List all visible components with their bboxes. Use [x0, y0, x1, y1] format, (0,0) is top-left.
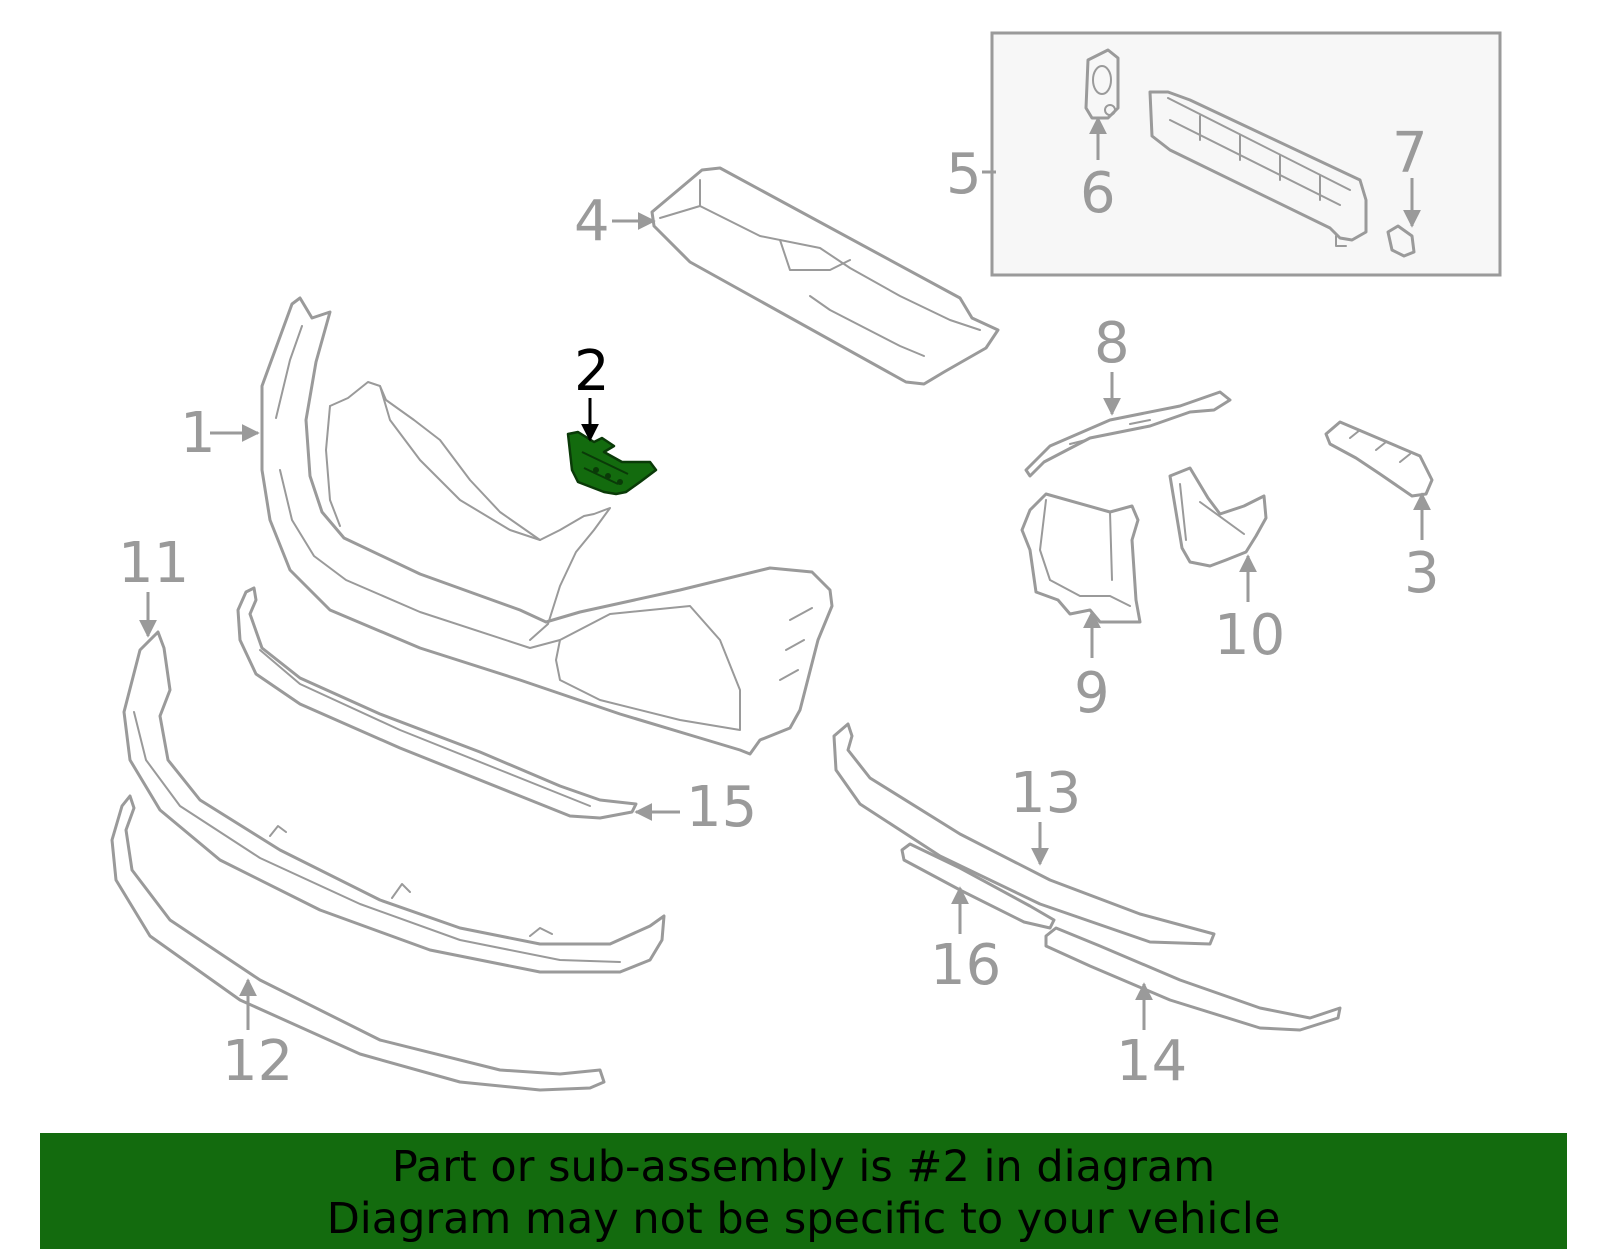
banner-line-1: Part or sub-assembly is #2 in diagram	[391, 1142, 1216, 1192]
part-3-bracket	[1324, 420, 1434, 498]
callout-10: 10	[1214, 603, 1285, 668]
part-2-bracket	[566, 430, 658, 496]
part-6-bracket	[1084, 48, 1120, 120]
callout-15: 15	[686, 775, 757, 840]
callout-7: 7	[1392, 121, 1428, 186]
callout-1: 1	[180, 401, 216, 466]
callout-3: 3	[1404, 541, 1440, 606]
callout-12: 12	[222, 1029, 293, 1094]
part-1-bumper-cover	[260, 296, 834, 756]
banner-line-2: Diagram may not be specific to your vehi…	[326, 1194, 1281, 1244]
part-13-strip	[832, 722, 1216, 946]
part-14-strip	[1044, 926, 1342, 1032]
callout-6: 6	[1080, 161, 1116, 226]
callout-4: 4	[574, 189, 610, 254]
callout-16: 16	[930, 933, 1001, 998]
part-8-bracket	[1024, 390, 1232, 478]
part-11-lower-trim	[122, 630, 666, 974]
callout-8: 8	[1094, 311, 1130, 376]
part-4-cover	[650, 166, 1000, 386]
part-info-banner: Part or sub-assembly is #2 in diagram Di…	[40, 1133, 1567, 1249]
part-10-bracket	[1168, 466, 1268, 568]
part-12-lip-molding	[110, 794, 606, 1092]
part-16-strip	[900, 842, 1056, 930]
callout-arrows	[139, 116, 1431, 1030]
callout-2: 2	[574, 339, 610, 404]
callout-14: 14	[1116, 1029, 1187, 1094]
callout-13: 13	[1010, 761, 1081, 826]
part-9-bracket	[1020, 492, 1142, 624]
callout-9: 9	[1074, 661, 1110, 726]
callout-5: 5	[946, 142, 982, 207]
callout-11: 11	[118, 531, 189, 596]
part-7-clip	[1386, 224, 1416, 258]
part-5-inset-box	[990, 31, 1502, 277]
part-5-reinforcement	[1148, 90, 1368, 247]
part-15-strip	[236, 586, 638, 820]
